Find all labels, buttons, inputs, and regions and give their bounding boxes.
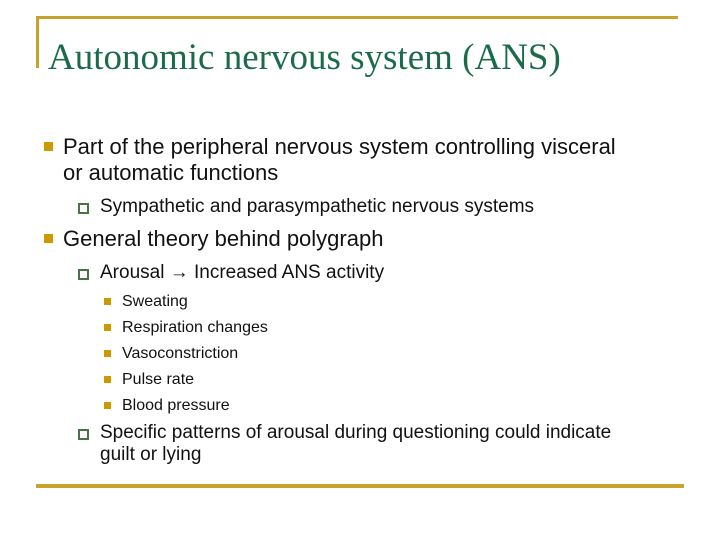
bullet-item-level2: Arousal → Increased ANS activity (44, 262, 684, 284)
bullet-item-level1: General theory behind polygraph (44, 226, 684, 252)
filled-square-bullet-icon (44, 142, 53, 151)
filled-square-bullet-icon (104, 402, 111, 409)
bullet-item-text: Arousal → Increased ANS activity (100, 262, 385, 283)
bullet-item-level3: Pulse rate (44, 370, 684, 389)
bullet-item-text: Sympathetic and parasympathetic nervous … (100, 196, 535, 217)
bullet-item-text: Specific patterns of arousal during ques… (100, 422, 612, 465)
filled-square-bullet-icon (44, 234, 53, 243)
bullet-item-level1: Part of the peripheral nervous system co… (44, 134, 684, 186)
bullet-item-text: General theory behind polygraph (63, 226, 384, 251)
bullet-item-level2: Specific patterns of arousal during ques… (44, 422, 684, 466)
left-corner-accent-rule (36, 16, 39, 68)
bullet-item-text: Sweating (122, 293, 188, 310)
bullet-item-text: Respiration changes (122, 319, 268, 336)
top-accent-rule (36, 16, 678, 19)
filled-square-bullet-icon (104, 350, 111, 357)
bullet-item-text: Vasoconstriction (122, 345, 239, 362)
slide-title: Autonomic nervous system (ANS) (48, 37, 561, 78)
hollow-square-bullet-icon (78, 429, 89, 440)
filled-square-bullet-icon (104, 298, 111, 305)
bullet-item-level2: Sympathetic and parasympathetic nervous … (44, 196, 684, 218)
bullet-item-level3: Blood pressure (44, 396, 684, 415)
filled-square-bullet-icon (104, 324, 111, 331)
bullet-item-level3: Vasoconstriction (44, 344, 684, 363)
bullet-item-text: Blood pressure (122, 397, 230, 414)
bullet-item-text: Part of the peripheral nervous system co… (63, 134, 616, 185)
bottom-accent-rule (36, 484, 684, 488)
slide-body: Part of the peripheral nervous system co… (44, 134, 684, 474)
bullet-item-level3: Respiration changes (44, 318, 684, 337)
filled-square-bullet-icon (104, 376, 111, 383)
bullet-item-text: Pulse rate (122, 371, 195, 388)
hollow-square-bullet-icon (78, 203, 89, 214)
hollow-square-bullet-icon (78, 269, 89, 280)
bullet-item-level3: Sweating (44, 292, 684, 311)
